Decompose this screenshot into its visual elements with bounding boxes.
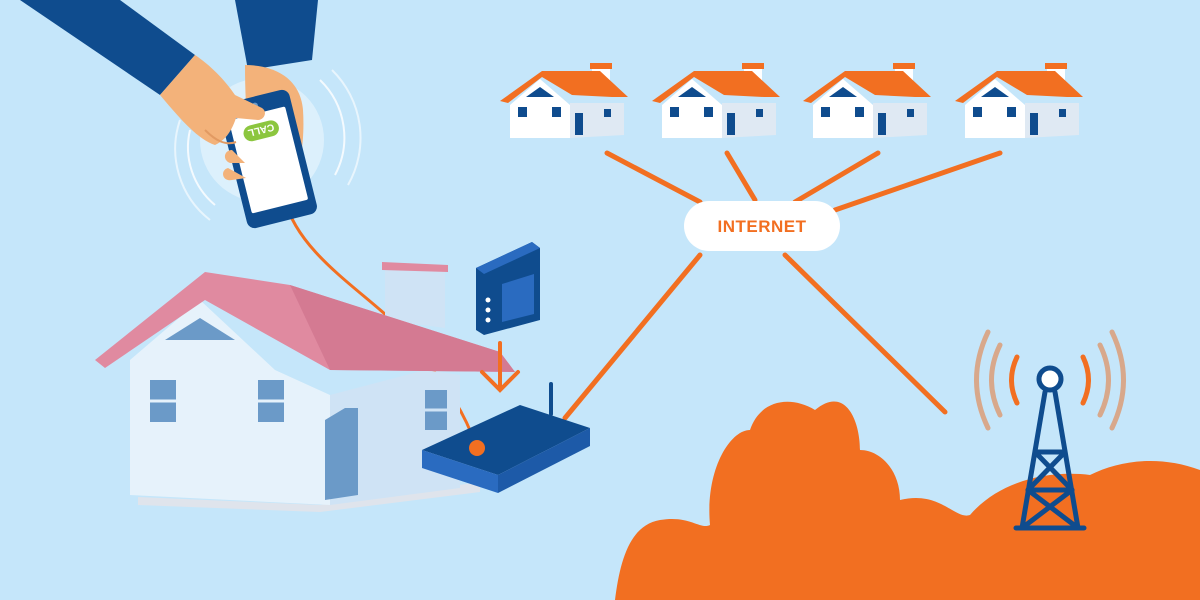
link-tower (782, 252, 948, 415)
internet-node: INTERNET (684, 201, 840, 251)
smartphone: CALL (219, 89, 317, 229)
modem-led (485, 297, 491, 303)
house-ground-shadow (138, 482, 480, 512)
house-chimney (385, 265, 445, 328)
remote-house-4 (955, 63, 1083, 138)
orange-bushes (615, 401, 1200, 600)
router-device (422, 382, 590, 493)
router-front (422, 450, 498, 493)
right-sleeve (235, 0, 318, 70)
house-front-wall (130, 300, 330, 505)
call-button[interactable] (242, 119, 281, 143)
house-door (325, 408, 358, 500)
signal-waves-icon (974, 329, 1126, 431)
link-house-1 (604, 150, 703, 205)
tower-lattice (1013, 389, 1087, 531)
remote-house-1 (500, 63, 628, 138)
link-house-2 (724, 150, 758, 203)
house-roof-side (290, 285, 515, 372)
tower-antenna-head (1036, 365, 1064, 393)
remote-house-3 (803, 63, 931, 138)
phone-scene: CALL (20, 0, 362, 229)
left-hand (160, 55, 265, 145)
remote-house-2 (652, 63, 780, 138)
down-arrow-icon (480, 341, 520, 393)
house-chimney-cap (382, 262, 448, 272)
remote-houses (500, 63, 1083, 138)
home-house (95, 262, 515, 512)
house-attic-vent (165, 318, 235, 340)
link-house-4 (832, 150, 1003, 213)
cell-tower (974, 329, 1126, 531)
modem-panel (502, 274, 534, 322)
link-router (562, 252, 703, 421)
router-port (469, 440, 485, 456)
internet-pill (684, 201, 840, 251)
modem-device (476, 242, 540, 335)
left-sleeve (20, 0, 195, 95)
bush-shape (615, 401, 1200, 600)
right-hand-finger (224, 150, 245, 163)
router-top (422, 405, 590, 475)
router-side (498, 428, 590, 493)
link-house-3 (792, 150, 881, 205)
internet-label: INTERNET (718, 217, 807, 236)
